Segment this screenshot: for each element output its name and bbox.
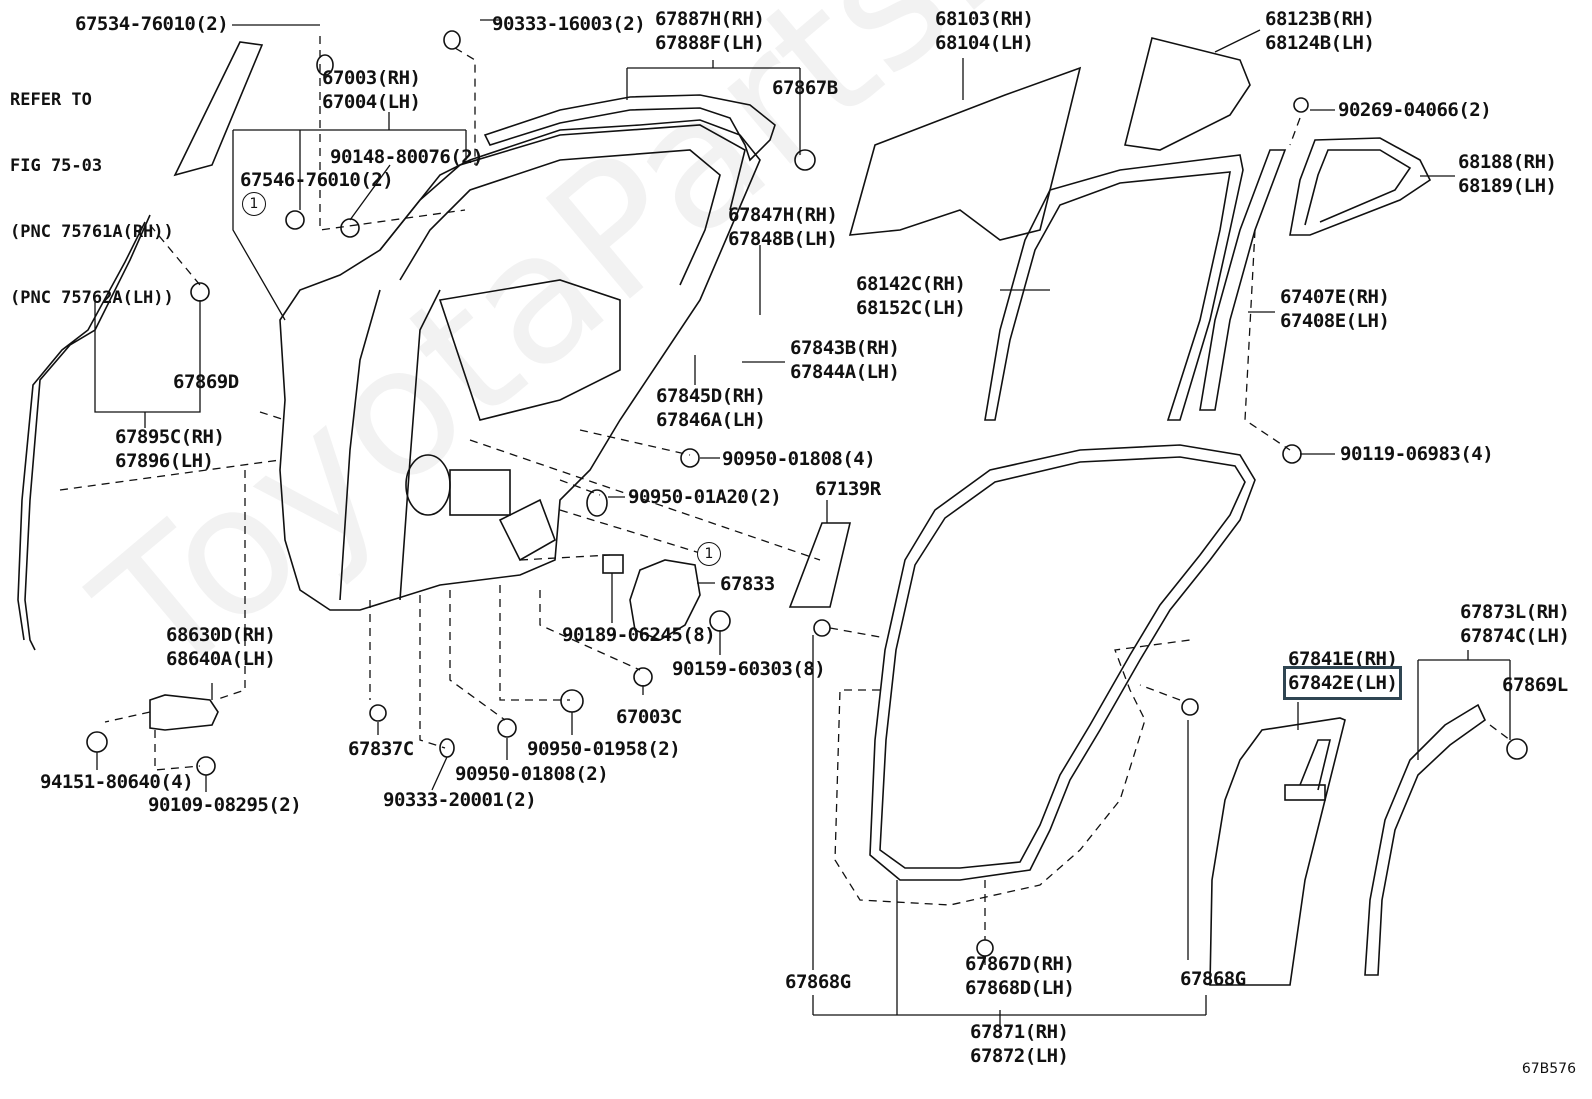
part-label-67845[interactable]: 67845D(RH)67846A(LH) (656, 385, 766, 431)
part-label-67842-highlighted[interactable]: 67842E(LH) (1282, 666, 1403, 700)
part-label-90269[interactable]: 90269-04066(2) (1338, 99, 1492, 121)
door-check-68630 (149, 694, 219, 731)
part-label-67139r[interactable]: 67139R (815, 478, 881, 500)
upper-molding-67887 (483, 94, 776, 162)
part-label-90950-01808-2[interactable]: 90950-01808(2) (455, 763, 609, 785)
pad-67139 (788, 522, 852, 608)
part-label-67843[interactable]: 67843B(RH)67844A(LH) (790, 337, 900, 383)
weatherstrip-67895 (17, 214, 151, 651)
part-label-68188[interactable]: 68188(RH)68189(LH) (1458, 151, 1557, 197)
part-label-67407[interactable]: 67407E(RH)67408E(LH) (1280, 286, 1390, 332)
part-label-67895[interactable]: 67895C(RH)67896(LH) (115, 426, 225, 472)
figure-number: 67B576 (1521, 1061, 1576, 1077)
part-label-67003[interactable]: 67003(RH)67004(LH) (322, 67, 421, 113)
part-label-67003c[interactable]: 67003C (616, 706, 682, 728)
rear-molding-67873 (1364, 703, 1487, 976)
part-label-67847[interactable]: 67847H(RH)67848B(LH) (728, 204, 838, 250)
part-label-67833[interactable]: 67833 (720, 573, 775, 595)
part-label-90950-01958[interactable]: 90950-01958(2) (527, 738, 681, 760)
pillar-garnish (173, 41, 264, 177)
callout-1-right: 1 (697, 542, 721, 566)
part-label-67868g-right[interactable]: 67868G (1180, 968, 1246, 990)
part-label-67868g-left[interactable]: 67868G (785, 971, 851, 993)
part-label-68630[interactable]: 68630D(RH)68640A(LH) (166, 624, 276, 670)
part-label-90950-01a20[interactable]: 90950-01A20(2) (628, 486, 782, 508)
division-bar-67407 (1199, 149, 1287, 411)
part-label-94151[interactable]: 94151-80640(4) (40, 771, 194, 793)
part-label-90159[interactable]: 90159-60303(8) (672, 658, 826, 680)
run-channel-68142 (984, 154, 1244, 421)
part-label-67871[interactable]: 67871(RH)67872(LH) (970, 1021, 1069, 1067)
door-weatherstrip-67871 (869, 444, 1256, 881)
part-label-67867d[interactable]: 67867D(RH)67868D(LH) (965, 953, 1075, 999)
part-label-67867b[interactable]: 67867B (772, 77, 838, 99)
part-label-67837c[interactable]: 67837C (348, 738, 414, 760)
part-label-67887[interactable]: 67887H(RH)67888F(LH) (655, 8, 765, 54)
window-glass-68103 (848, 66, 1082, 241)
part-label-68103[interactable]: 68103(RH)68104(LH) (935, 8, 1034, 54)
service-cover-67833 (629, 559, 701, 641)
part-label-68142[interactable]: 68142C(RH)68152C(LH) (856, 273, 966, 319)
part-label-68123[interactable]: 68123B(RH)68124B(LH) (1265, 8, 1375, 54)
part-label-67869l[interactable]: 67869L (1502, 674, 1568, 696)
part-label-90109[interactable]: 90109-08295(2) (148, 794, 302, 816)
part-label-67534[interactable]: 67534-76010(2) (75, 13, 229, 35)
part-label-90189[interactable]: 90189-06245(8) (562, 624, 716, 646)
quarter-weatherstrip-68188 (1289, 137, 1432, 236)
door-inner-panel (279, 119, 761, 611)
part-label-67873[interactable]: 67873L(RH)67874C(LH) (1460, 601, 1570, 647)
part-label-90148[interactable]: 90148-80076(2) (330, 146, 484, 168)
part-label-90333-20001[interactable]: 90333-20001(2) (383, 789, 537, 811)
part-label-90333-16003[interactable]: 90333-16003(2) (492, 13, 646, 35)
part-label-90119[interactable]: 90119-06983(4) (1340, 443, 1494, 465)
reference-note: REFER TO FIG 75-03 (PNC 75761A(RH)) (PNC… (10, 90, 174, 308)
callout-1-left: 1 (242, 192, 266, 216)
door-trim-piece-67842 (1209, 717, 1346, 986)
part-label-67869d[interactable]: 67869D (173, 371, 239, 393)
quarter-glass-68123 (1124, 37, 1251, 151)
part-label-90950-01808-4[interactable]: 90950-01808(4) (722, 448, 876, 470)
part-label-67841[interactable]: 67841E(RH) (1288, 648, 1398, 670)
part-label-67546[interactable]: 67546-76010(2) (240, 169, 394, 191)
